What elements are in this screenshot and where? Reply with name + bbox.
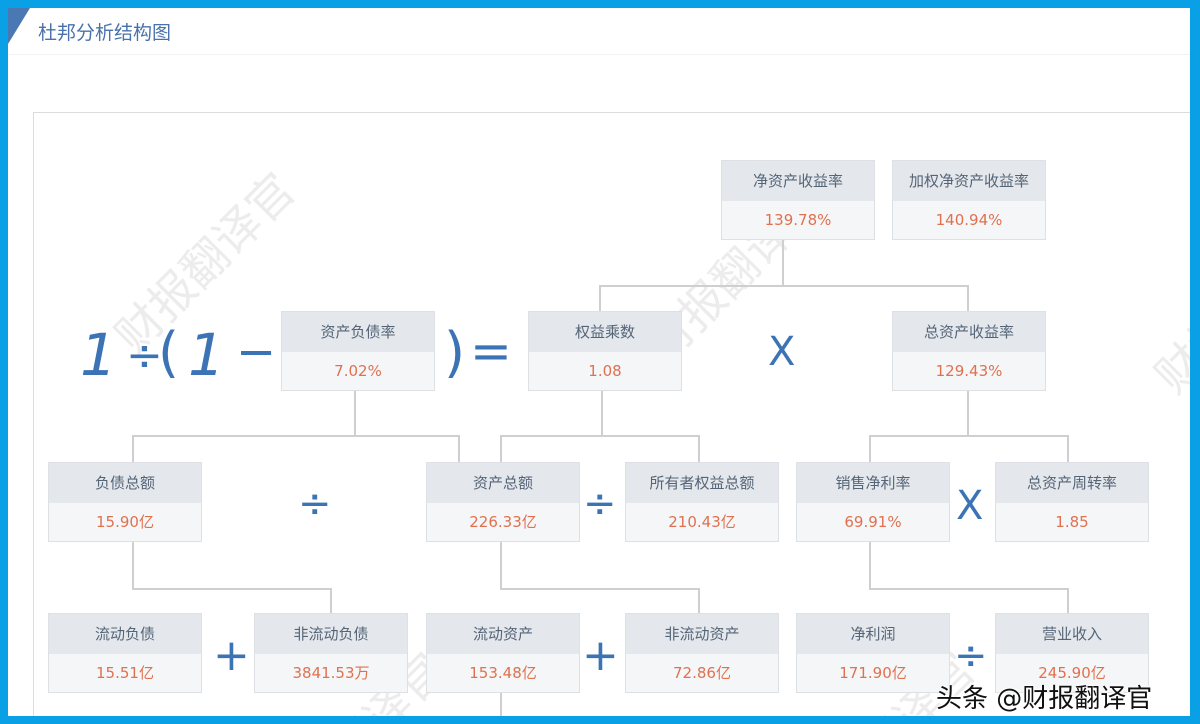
operator-times: X xyxy=(768,329,796,375)
operator-rparen: ) xyxy=(444,321,466,384)
node-label: 权益乘数 xyxy=(529,312,681,352)
title-bar: 杜邦分析结构图 xyxy=(8,8,1190,55)
node-value: 226.33亿 xyxy=(469,513,537,531)
node-debt-ratio[interactable]: 资产负债率 7.02% xyxy=(281,311,435,391)
node-current-assets[interactable]: 流动资产 153.48亿 xyxy=(426,613,580,693)
node-value: 153.48亿 xyxy=(469,664,537,682)
node-label: 所有者权益总额 xyxy=(626,463,778,503)
node-noncurrent-liabilities[interactable]: 非流动负债 3841.53万 xyxy=(254,613,408,693)
node-label: 销售净利率 xyxy=(797,463,949,503)
node-label: 总资产收益率 xyxy=(893,312,1045,352)
node-revenue[interactable]: 营业收入 245.90亿 xyxy=(995,613,1149,693)
node-label: 资产总额 xyxy=(427,463,579,503)
title-corner-decoration xyxy=(8,8,30,44)
operator-divide: ÷ xyxy=(954,633,988,679)
node-value: 171.90亿 xyxy=(839,664,907,682)
node-label: 营业收入 xyxy=(996,614,1148,654)
node-value: 1.08 xyxy=(588,362,622,380)
operator-divide: ÷ xyxy=(126,330,163,381)
node-value: 245.90亿 xyxy=(1038,664,1106,682)
node-value: 139.78% xyxy=(764,211,832,229)
node-label: 负债总额 xyxy=(49,463,201,503)
node-roa[interactable]: 总资产收益率 129.43% xyxy=(892,311,1046,391)
node-label: 流动资产 xyxy=(427,614,579,654)
node-total-liabilities[interactable]: 负债总额 15.90亿 xyxy=(48,462,202,542)
operator-divide: ÷ xyxy=(583,481,617,527)
operator-minus: − xyxy=(236,324,277,380)
node-value: 7.02% xyxy=(334,362,382,380)
page-title: 杜邦分析结构图 xyxy=(38,22,172,44)
node-roe[interactable]: 净资产收益率 139.78% xyxy=(721,160,875,240)
node-current-liabilities[interactable]: 流动负债 15.51亿 xyxy=(48,613,202,693)
node-net-margin[interactable]: 销售净利率 69.91% xyxy=(796,462,950,542)
node-value: 140.94% xyxy=(935,211,1003,229)
node-label: 加权净资产收益率 xyxy=(893,161,1045,201)
node-value: 210.43亿 xyxy=(668,513,736,531)
operator-divide: ÷ xyxy=(298,481,332,527)
operator-one: 1 xyxy=(80,321,117,389)
node-label: 净资产收益率 xyxy=(722,161,874,201)
node-asset-turnover[interactable]: 总资产周转率 1.85 xyxy=(995,462,1149,542)
node-noncurrent-assets[interactable]: 非流动资产 72.86亿 xyxy=(625,613,779,693)
node-label: 净利润 xyxy=(797,614,949,654)
node-value: 72.86亿 xyxy=(673,664,731,682)
operator-times: X xyxy=(956,483,984,529)
node-value: 15.90亿 xyxy=(96,513,154,531)
node-weighted-roe[interactable]: 加权净资产收益率 140.94% xyxy=(892,160,1046,240)
node-value: 1.85 xyxy=(1055,513,1089,531)
node-equity-multiplier[interactable]: 权益乘数 1.08 xyxy=(528,311,682,391)
node-total-assets[interactable]: 资产总额 226.33亿 xyxy=(426,462,580,542)
node-value: 129.43% xyxy=(935,362,1003,380)
node-total-equity[interactable]: 所有者权益总额 210.43亿 xyxy=(625,462,779,542)
operator-equals: = xyxy=(470,322,512,380)
node-label: 资产负债率 xyxy=(282,312,434,352)
node-value: 69.91% xyxy=(844,513,902,531)
operator-lparen: ( xyxy=(158,321,180,384)
operator-plus: + xyxy=(213,630,250,681)
dupont-panel: 杜邦分析结构图 财报翻译官 财报翻译官 财报翻译官 财报翻译官 财报翻译官 净资… xyxy=(8,8,1190,716)
node-label: 非流动资产 xyxy=(626,614,778,654)
node-value: 15.51亿 xyxy=(96,664,154,682)
source-watermark: 头条 @财报翻译官 xyxy=(936,684,1153,714)
node-label: 流动负债 xyxy=(49,614,201,654)
node-value: 3841.53万 xyxy=(292,664,370,682)
node-label: 总资产周转率 xyxy=(996,463,1148,503)
node-label: 非流动负债 xyxy=(255,614,407,654)
node-net-profit[interactable]: 净利润 171.90亿 xyxy=(796,613,950,693)
operator-one: 1 xyxy=(188,321,225,389)
operator-plus: + xyxy=(582,630,619,681)
